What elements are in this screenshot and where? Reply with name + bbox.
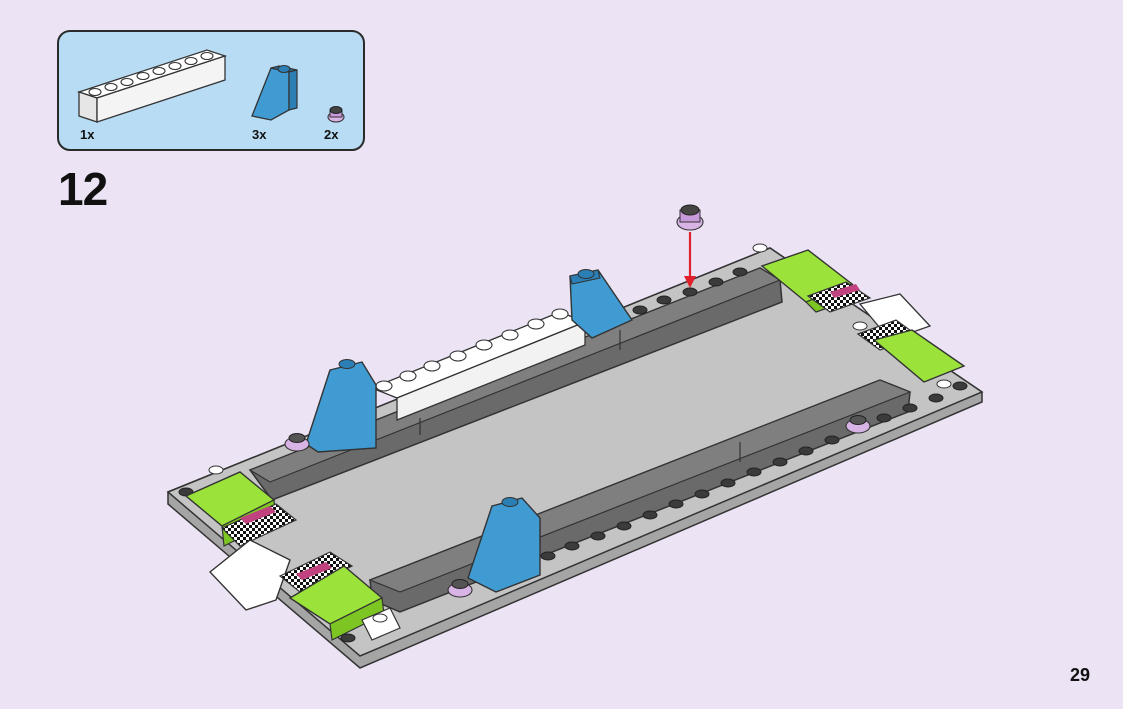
lavender-round-plates-placed — [284, 415, 871, 598]
parts-callout-box: 1x 3x 2x — [57, 30, 365, 151]
lavender-round-plate-part-icon — [327, 106, 345, 123]
azure-slope-back-right — [569, 269, 634, 339]
right-end-assembly — [752, 243, 966, 389]
quantity-label-round-plate: 2x — [324, 127, 339, 142]
step-number: 12 — [58, 163, 108, 215]
white-brick-part-icon — [76, 49, 228, 123]
parts-illustrations — [76, 49, 345, 123]
left-end-assembly — [184, 465, 401, 641]
quantity-label-slope: 3x — [252, 127, 267, 142]
azure-slope-front — [467, 497, 541, 593]
azure-slope-part-icon — [251, 64, 298, 121]
placement-indicator — [676, 204, 704, 288]
quantity-label-brick: 1x — [80, 127, 95, 142]
azure-slope-back-left — [305, 359, 377, 453]
page-number: 29 — [1070, 665, 1091, 685]
white-brick-assembled — [370, 308, 587, 421]
